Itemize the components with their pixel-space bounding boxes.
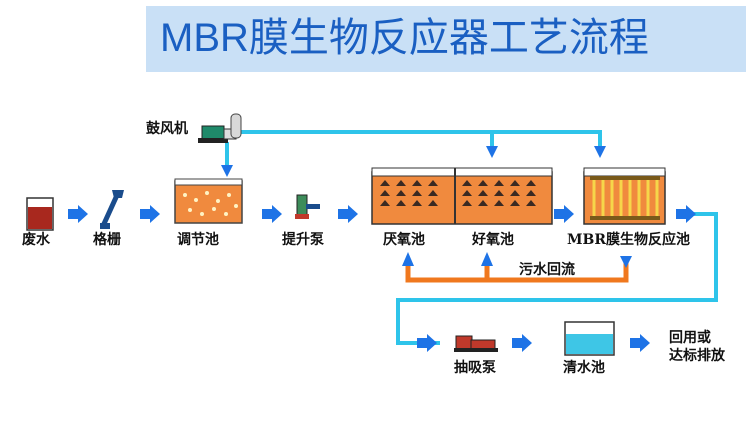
label-screen: 格栅: [93, 232, 121, 248]
flow-arrow: [630, 334, 650, 352]
flow-arrow: [262, 205, 282, 223]
label-return-flow: 污水回流: [519, 262, 575, 278]
blower-equipment: [198, 113, 242, 143]
air-pipe: [225, 130, 602, 170]
wastewater-tank: [26, 197, 54, 231]
flow-arrow: [512, 334, 532, 352]
lift-pump-equipment: [295, 194, 320, 219]
label-anoxic: 厌氧池: [383, 232, 425, 248]
label-reuse-2: 达标排放: [669, 348, 725, 364]
label-lift-pump: 提升泵: [282, 232, 324, 248]
flow-arrow: [140, 205, 160, 223]
clear-water-tank: [564, 321, 615, 356]
flow-arrow: [676, 205, 696, 223]
bio-tanks: [371, 167, 553, 225]
label-clear-water: 清水池: [563, 360, 605, 376]
label-suction-pump: 抽吸泵: [454, 360, 496, 376]
air-arrows: [221, 146, 606, 177]
return-pipe: [402, 252, 632, 283]
label-blower: 鼓风机: [146, 121, 188, 137]
label-aerobic: 好氧池: [472, 232, 514, 248]
screen-equipment: [100, 190, 124, 229]
flow-arrow: [417, 334, 437, 352]
flow-arrow: [68, 205, 88, 223]
suction-pump-equipment: [454, 335, 498, 352]
outlet-pipe: [396, 212, 718, 345]
flow-arrow: [554, 205, 574, 223]
label-wastewater: 废水: [22, 232, 50, 248]
title-banner: [146, 6, 746, 72]
flow-arrows: [68, 205, 696, 352]
flow-arrow: [338, 205, 358, 223]
label-equalization: 调节池: [177, 232, 219, 248]
page-title: MBR膜生物反应器工艺流程: [160, 16, 649, 60]
label-reuse-1: 回用或: [669, 330, 711, 346]
label-mbr: MBR膜生物反应池: [567, 232, 690, 248]
equalization-tank: [174, 178, 243, 224]
mbr-tank: [583, 167, 666, 225]
